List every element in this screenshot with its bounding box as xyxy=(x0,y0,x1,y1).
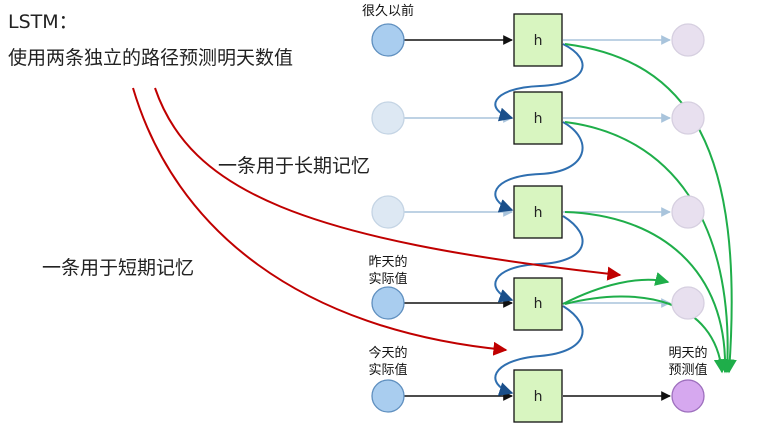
cell-label: h xyxy=(534,111,543,127)
diagram-title: LSTM： xyxy=(8,11,78,33)
output-node-faded xyxy=(671,195,705,229)
cell-label: h xyxy=(534,296,543,312)
recurrent-link xyxy=(494,305,584,396)
label-today-line1: 今天的 xyxy=(368,345,407,361)
green-path-arrow xyxy=(564,295,728,374)
cell-label: h xyxy=(534,389,543,405)
recurrent-link xyxy=(494,43,584,122)
lstm-cell: h xyxy=(513,13,563,67)
lstm-cell: h xyxy=(513,277,563,331)
label-long-ago: 很久以前 xyxy=(362,3,414,19)
input-node-yesterday xyxy=(371,286,405,320)
output-node-prediction xyxy=(671,379,705,413)
long-term-memory-arrow xyxy=(154,87,622,281)
short-term-memory-arrow xyxy=(132,87,508,356)
input-node-today xyxy=(371,379,405,413)
green-path-arrow xyxy=(564,121,735,374)
cell-label: h xyxy=(534,33,543,49)
output-node-faded xyxy=(671,101,705,135)
label-yesterday-line1: 昨天的 xyxy=(368,254,407,270)
input-node-long-ago xyxy=(371,23,405,57)
green-path-arrow xyxy=(564,211,733,374)
green-path-arrow xyxy=(564,43,737,374)
output-node-faded xyxy=(671,286,705,320)
lstm-cell: h xyxy=(513,369,563,423)
cell-label: h xyxy=(534,205,543,221)
lstm-cell: h xyxy=(513,185,563,239)
long-term-note: 一条用于长期记忆 xyxy=(218,155,370,177)
label-tomorrow-line2: 预测值 xyxy=(668,362,707,378)
label-tomorrow-line1: 明天的 xyxy=(668,345,707,361)
label-today-line2: 实际值 xyxy=(368,362,407,378)
output-node-faded xyxy=(671,23,705,57)
input-node-faded xyxy=(371,195,405,229)
input-node-faded xyxy=(371,101,405,135)
lstm-cell: h xyxy=(513,91,563,145)
label-yesterday-line2: 实际值 xyxy=(368,271,407,287)
recurrent-link xyxy=(494,121,584,213)
short-term-note: 一条用于短期记忆 xyxy=(42,257,194,279)
diagram-subtitle: 使用两条独立的路径预测明天数值 xyxy=(8,47,293,69)
recurrent-link xyxy=(494,215,584,303)
green-path-arrow xyxy=(562,272,670,305)
